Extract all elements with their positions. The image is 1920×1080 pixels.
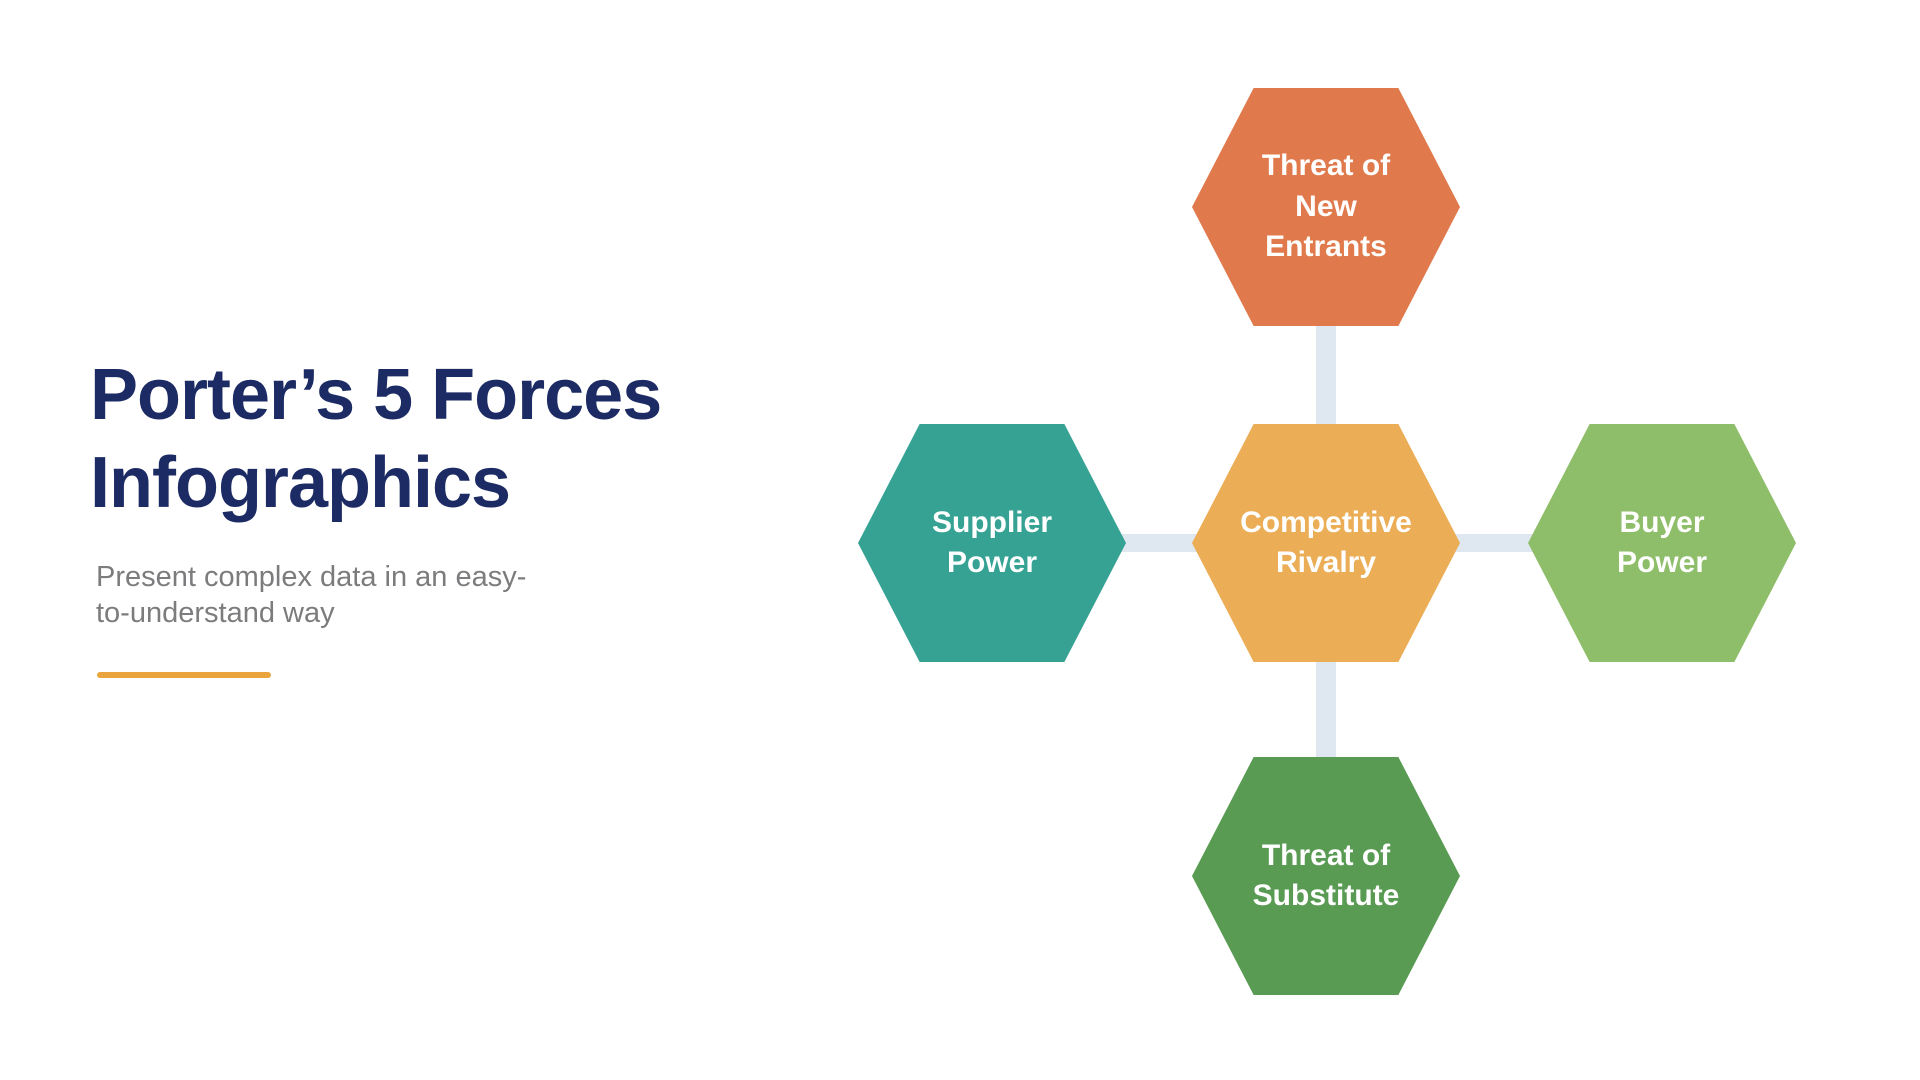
hexagon-threat-of-new-entrants: Threat of New Entrants xyxy=(1192,88,1460,326)
hexagon-label-buyer-power: Buyer Power xyxy=(1616,505,1708,580)
hexagon-label-supplier-power: Supplier Power xyxy=(931,505,1052,580)
hexagon-buyer-power: Buyer Power xyxy=(1528,424,1796,662)
hexagon-threat-of-substitute: Threat of Substitute xyxy=(1192,757,1460,995)
hexagon-label-threat-of-new-entrants: Threat of New Entrants xyxy=(1261,149,1391,264)
page-subtitle: Present complex data in an easy- to-unde… xyxy=(96,561,527,629)
hexagon-label-competitive-rivalry: Competitive Rivalry xyxy=(1240,505,1412,580)
hexagon-competitive-rivalry: Competitive Rivalry xyxy=(1192,424,1460,662)
title-underline-accent xyxy=(97,672,271,678)
hexagon-supplier-power: Supplier Power xyxy=(858,424,1126,662)
page-title: Porter’s 5 Forces Infographics xyxy=(90,355,662,523)
hexagon-label-threat-of-substitute: Threat of Substitute xyxy=(1252,838,1400,913)
